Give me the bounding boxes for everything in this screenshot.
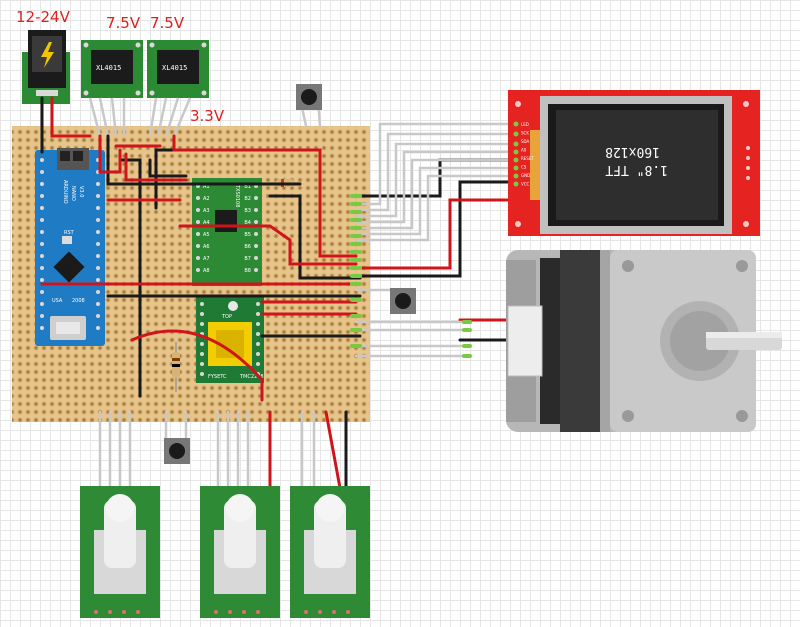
tft-size-label: 1.8" TFT [605,162,668,177]
tft-pin-vcc: VCC [521,182,530,187]
level-shifter-pin-b8: B8 [244,268,251,274]
level-shifter-pin-a4: A4 [203,220,210,226]
level-shifter-pin-a2: A2 [203,196,210,202]
supply-voltage-label: 12-24V [16,8,71,26]
driver-model-label: TMC2208 [239,374,264,380]
stepper-driver-module: TOP FYSETC TMC2208 [196,297,264,383]
arduino-year-label: 2008 [72,298,85,304]
tft-pin-cs: CS [521,165,527,170]
arduino-model-label: NANO [70,186,76,201]
tft-resolution-label: 160x128 [605,144,660,159]
level-shifter-pin-a7: A7 [203,256,210,262]
level-shifter-pin-b2: B2 [244,196,251,202]
level-shifter-pin-a1: A1 [203,184,210,190]
regulator-module-2: XL4015 [147,40,209,98]
tft-pin-reset: RESET [521,156,534,161]
level-shifter-pin-a3: A3 [203,208,210,214]
arduino-brand-label: ARDUINO [62,180,68,204]
driver-brand-label: FYSETC [208,374,227,380]
regulator-module-1: XL4015 [81,40,143,98]
push-button-top[interactable] [296,84,322,110]
driver-top-label: TOP [221,314,232,320]
rotary-encoder-1[interactable] [80,486,160,618]
lightning-icon [41,42,54,68]
level-shifter-pin-b1: B1 [244,184,251,190]
level-shifter-pin-a5: A5 [203,232,210,238]
dc-power-jack [22,30,70,104]
tft-pin-sck: SCK [521,131,529,136]
logic-voltage-label: 3.3V [190,107,225,125]
level-shifter-name: TXS0108 [234,184,240,207]
push-button-bottom[interactable] [164,438,190,464]
regulator-chip-label-1: XL4015 [96,64,121,72]
level-shifter-pin-b5: B5 [244,232,251,238]
level-shifter-pin-a6: A6 [203,244,210,250]
potentiometer-icon [228,301,238,311]
rotary-encoder-3[interactable] [290,486,370,618]
arduino-rst-label: RST [64,230,75,236]
tft-pin-sda: SDA [521,139,530,144]
stepper-motor [506,250,782,432]
rotary-encoder-2[interactable] [200,486,280,618]
level-shifter-pin-b3: B3 [244,208,251,214]
regulator-chip-label-2: XL4015 [162,64,187,72]
regulator-2-voltage-label: 7.5V [150,14,185,32]
regulator-leads [88,97,192,137]
push-button-right[interactable] [390,288,416,314]
arduino-nano: ARDUINO NANO V3.0 RST USA 2008 [35,148,105,346]
level-shifter-pin-b6: B6 [244,244,251,250]
level-shifter-pin-b7: B7 [244,256,251,262]
level-shifter-pin-b4: B4 [244,220,251,226]
level-shifter-pin-a8: A8 [203,268,210,274]
arduino-version-label: V3.0 [78,186,84,197]
tft-pin-led: LED [521,122,529,127]
regulator-1-voltage-label: 7.5V [106,14,141,32]
tft-pin-a0: A0 [521,148,527,153]
resistor [172,342,180,392]
arduino-usb-label: USA [52,298,63,304]
tft-pin-gnd: GND [521,173,530,178]
